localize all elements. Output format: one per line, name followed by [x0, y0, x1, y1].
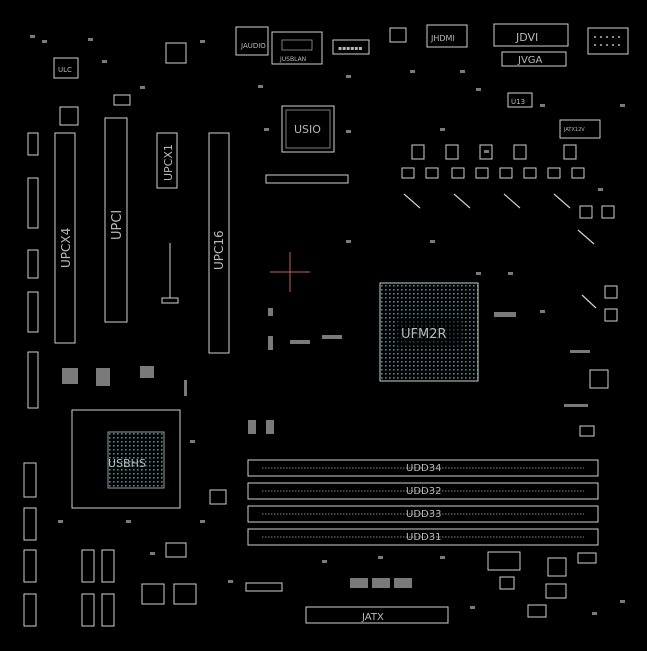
- front-panel-headers[interactable]: [23, 462, 115, 627]
- capacitor[interactable]: [141, 583, 165, 605]
- small-chip[interactable]: [165, 42, 187, 64]
- side-header[interactable]: [27, 291, 39, 333]
- u13-chip-label: U13: [511, 98, 525, 106]
- side-header[interactable]: [27, 249, 39, 279]
- cpu-socket-label: UFM2R: [401, 327, 447, 342]
- small-component[interactable]: [389, 27, 407, 43]
- southbridge-chip-label: USBHS: [108, 457, 146, 470]
- small-component[interactable]: [545, 583, 567, 599]
- hdmi-connector-label: JHDMI: [430, 34, 455, 43]
- usio-chip-label: USIO: [294, 123, 321, 136]
- dvi-connector-label: JDVI: [515, 31, 538, 44]
- pcie-x16-slot-label: UPC16: [212, 230, 226, 270]
- side-header[interactable]: [27, 177, 39, 229]
- atx12v-connector-label: JATX12V: [563, 127, 585, 133]
- usblan-connector-label: JUSBLAN: [279, 56, 306, 63]
- ps2-connector[interactable]: [587, 27, 629, 55]
- vrm-components[interactable]: [401, 144, 618, 322]
- usb-header-top[interactable]: ▪▪▪▪▪▪: [332, 39, 370, 55]
- vga-connector[interactable]: JVGA: [501, 51, 567, 67]
- pcie-x16-slot[interactable]: UPC16: [208, 132, 230, 354]
- passive-components: [30, 35, 625, 615]
- dimm-slot-1-label: UDD34: [406, 463, 441, 474]
- dimm-slot-4-label: UDD31: [406, 532, 441, 543]
- pci-slot-label: UPCI: [110, 210, 125, 240]
- small-chip[interactable]: [589, 369, 609, 389]
- small-chip[interactable]: [59, 106, 79, 126]
- ps2-pins: [594, 36, 620, 46]
- header-strip[interactable]: [265, 174, 349, 184]
- atx-power-connector-label: JATX: [361, 612, 384, 623]
- audio-connector-label: JAUDIO: [240, 42, 266, 50]
- side-header[interactable]: [27, 132, 39, 156]
- small-component[interactable]: [113, 94, 131, 106]
- southbridge-chip[interactable]: USBHS: [71, 409, 181, 509]
- hdmi-connector[interactable]: JHDMI: [426, 24, 468, 48]
- side-header[interactable]: [27, 351, 39, 409]
- vga-connector-label: JVGA: [517, 55, 543, 66]
- small-component[interactable]: [165, 542, 187, 558]
- usio-chip[interactable]: USIO: [281, 105, 335, 153]
- small-component[interactable]: [579, 425, 595, 437]
- pci-slot[interactable]: UPCI: [104, 117, 128, 323]
- dimm-slot-2[interactable]: UDD32: [247, 482, 599, 500]
- header-strip[interactable]: [245, 582, 283, 592]
- small-component[interactable]: [577, 552, 597, 564]
- dimm-slot-2-label: UDD32: [406, 486, 441, 497]
- atx-power-connector[interactable]: JATX: [305, 606, 449, 624]
- pcie-x1-slot[interactable]: UPCX1: [156, 132, 178, 189]
- small-component[interactable]: [527, 604, 547, 618]
- small-component[interactable]: [499, 576, 515, 590]
- small-chip[interactable]: [547, 557, 567, 577]
- small-component[interactable]: [161, 297, 179, 304]
- pcie-x4-slot-label: UPCX4: [59, 228, 73, 268]
- svg-text:▪▪▪▪▪▪: ▪▪▪▪▪▪: [338, 45, 362, 52]
- dimm-slot-3[interactable]: UDD33: [247, 505, 599, 523]
- dimm-slot-1[interactable]: UDD34: [247, 459, 599, 477]
- crosshair-cursor: [270, 252, 310, 292]
- u13-chip[interactable]: U13: [507, 92, 533, 108]
- dvi-connector[interactable]: JDVI: [493, 23, 569, 47]
- usblan-connector[interactable]: JUSBLAN: [271, 31, 323, 65]
- cpu-socket[interactable]: UFM2R: [379, 282, 479, 382]
- small-component[interactable]: [209, 489, 227, 505]
- ulc-chip[interactable]: ULC: [53, 57, 79, 79]
- dimm-slot-3-label: UDD33: [406, 509, 441, 520]
- dimm-slot-4[interactable]: UDD31: [247, 528, 599, 546]
- atx12v-connector[interactable]: JATX12V: [559, 119, 601, 139]
- capacitor[interactable]: [173, 583, 197, 605]
- small-chip[interactable]: [487, 551, 521, 571]
- audio-connector[interactable]: JAUDIO: [235, 26, 269, 56]
- ulc-chip-label: ULC: [58, 66, 72, 74]
- inductors: [403, 193, 597, 309]
- pcie-x4-slot[interactable]: UPCX4: [54, 132, 76, 344]
- pcie-x1-slot-label: UPCX1: [162, 144, 175, 181]
